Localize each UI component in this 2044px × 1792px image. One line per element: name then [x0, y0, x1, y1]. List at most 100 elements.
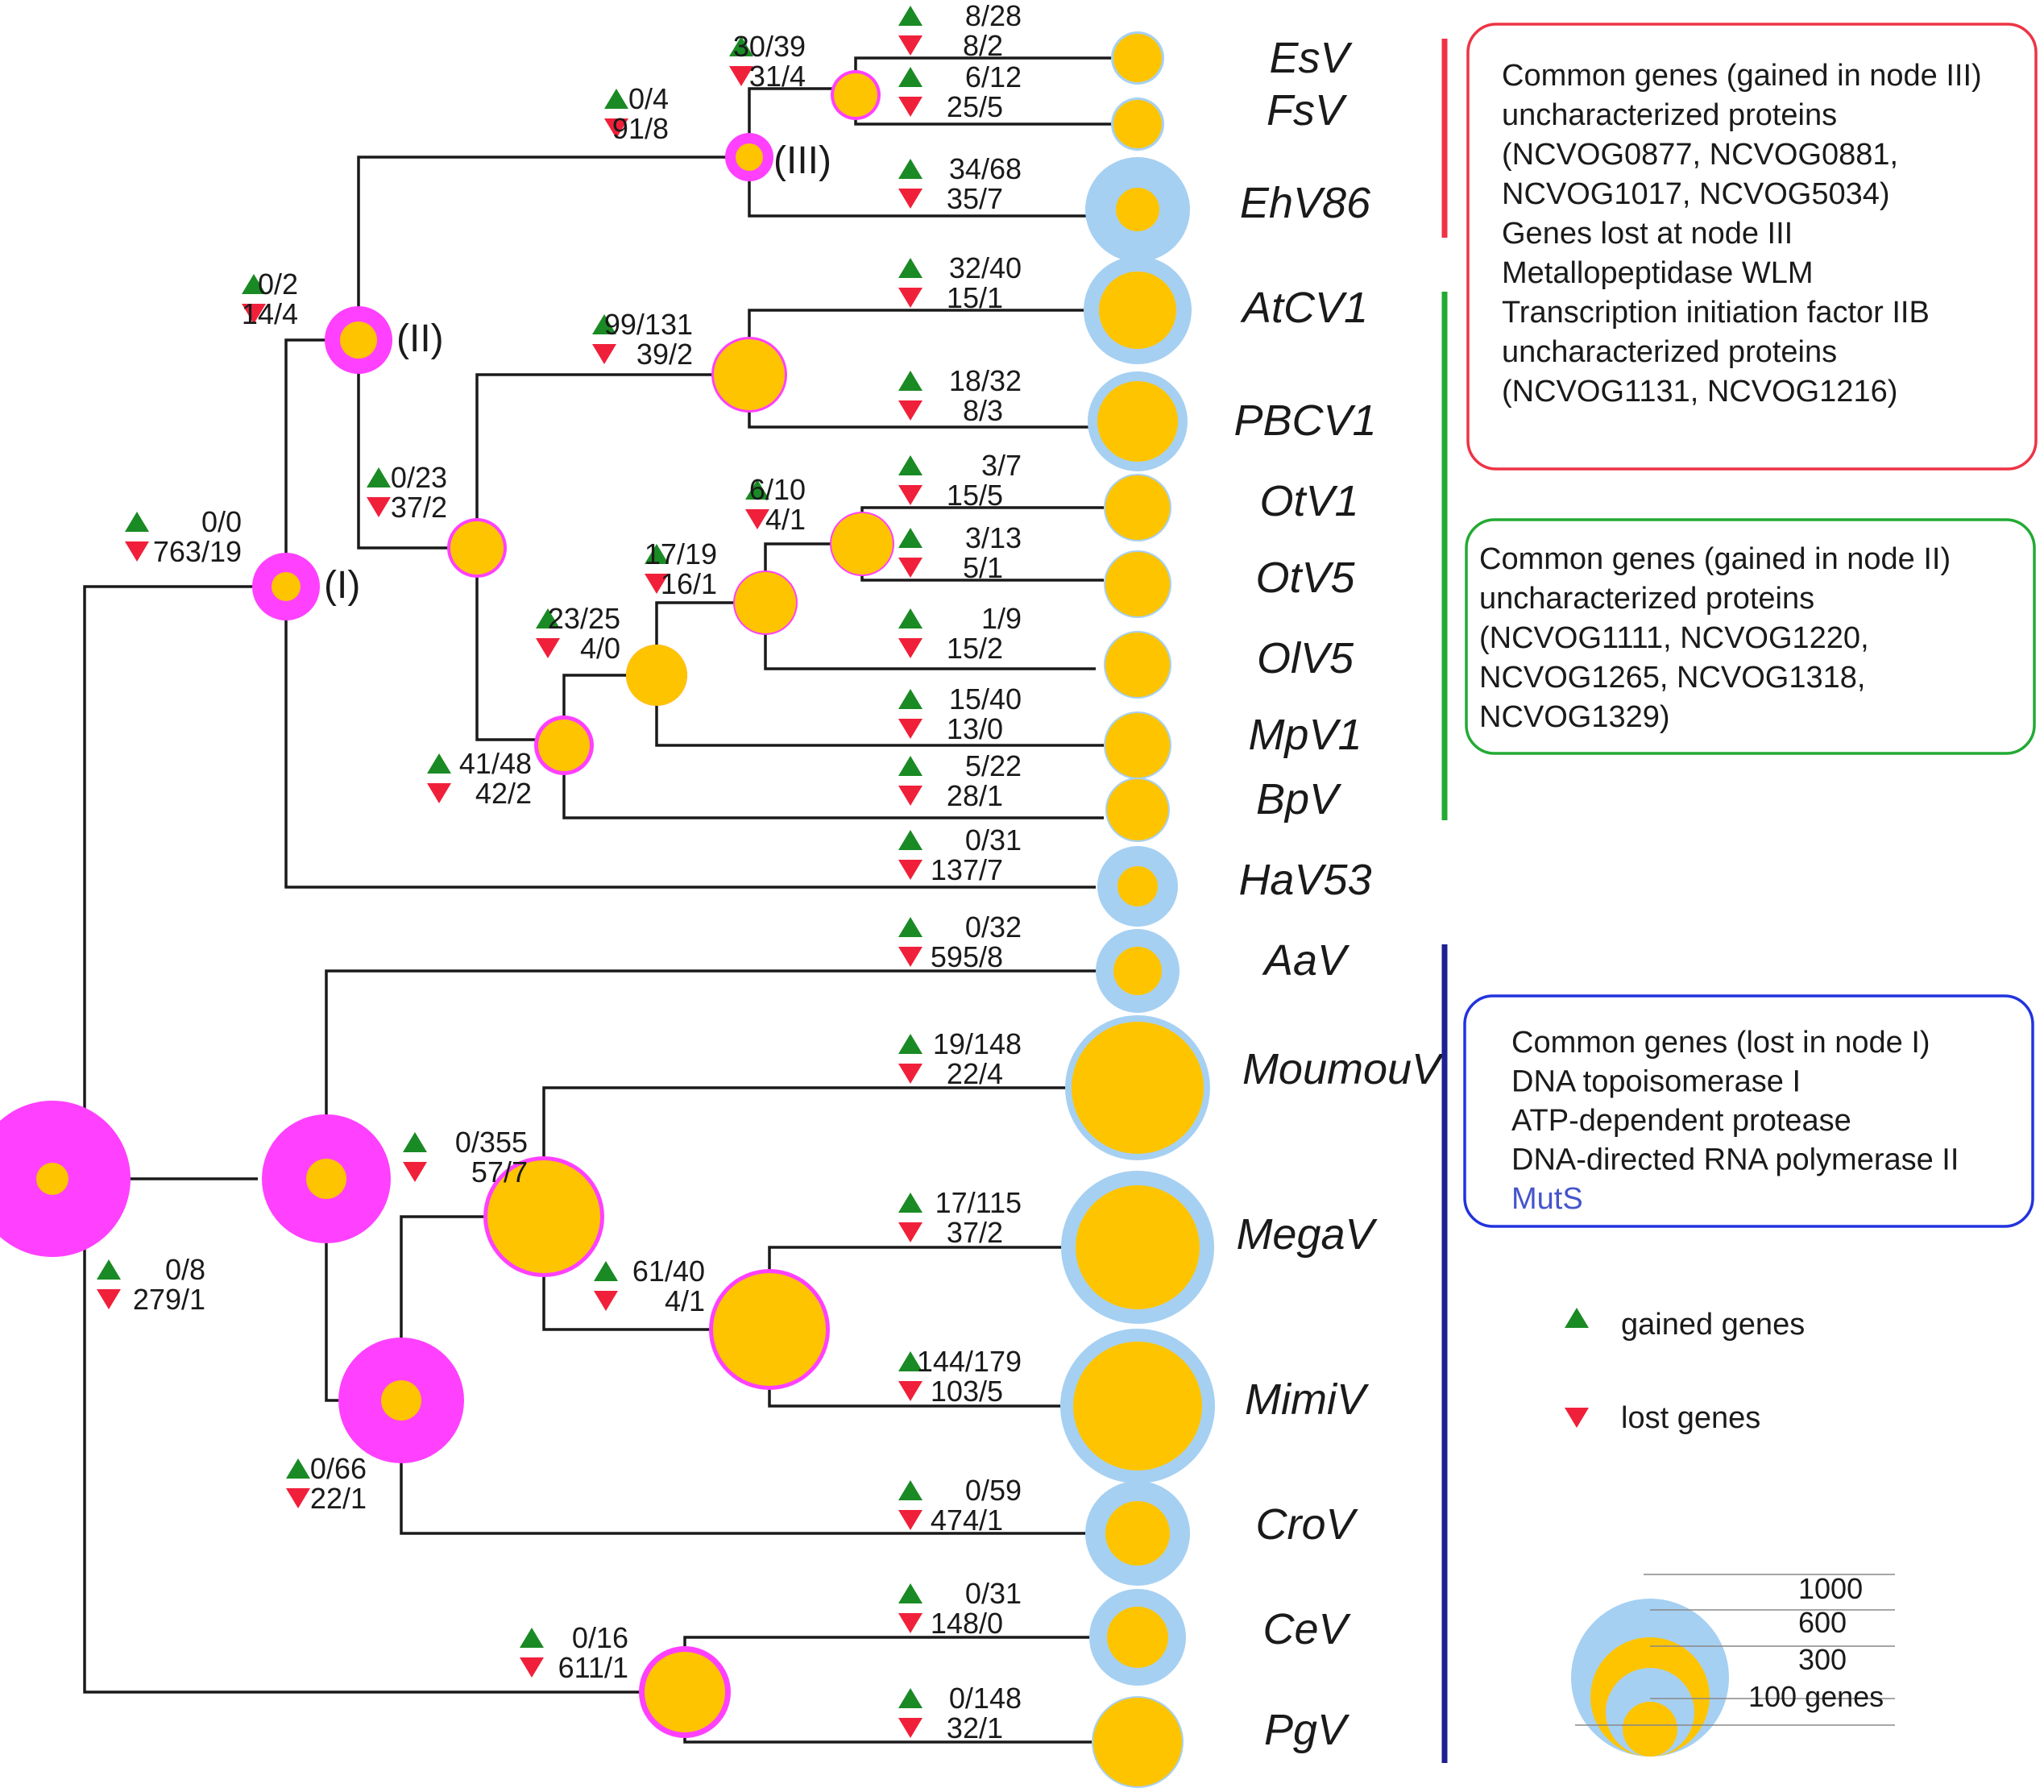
- gained-genes-icon: [427, 753, 451, 774]
- species-label-CroV: CroV: [1255, 1500, 1358, 1549]
- loss-count: 4/1: [765, 503, 806, 536]
- size-scale-circle: [1623, 1702, 1677, 1757]
- lost-genes-icon: [898, 1222, 922, 1242]
- loss-count: 39/2: [636, 338, 693, 371]
- gain-count: 17/115: [935, 1186, 1022, 1219]
- gained-genes-icon: [729, 36, 753, 56]
- tree-labels: EsVFsVEhV86AtCV1PBCV1OtV1OtV5OlV5MpV1BpV…: [97, 0, 1445, 1754]
- clade-bars-and-boxes: Common genes (gained in node III)unchara…: [1441, 23, 2038, 1763]
- loss-count: 4/1: [665, 1284, 705, 1317]
- gained-genes-icon: [286, 1458, 310, 1479]
- gain-count: 41/48: [459, 747, 532, 780]
- loss-count: 37/2: [391, 491, 447, 524]
- lost-genes-icon: [898, 719, 922, 739]
- annotation-line: Metallopeptidase WLM: [1502, 256, 1814, 290]
- species-label-OtV5: OtV5: [1255, 554, 1355, 602]
- lost-genes-icon: [898, 97, 922, 117]
- mega-mimi-node-core-circle: [713, 1273, 826, 1386]
- big-clade-node-core-circle: [306, 1159, 346, 1199]
- species-label-AaV: AaV: [1262, 936, 1350, 985]
- size-scale-label: 100 genes: [1748, 1680, 1884, 1713]
- gain-count: 0/2: [258, 268, 298, 301]
- loss-count: 611/1: [558, 1651, 628, 1684]
- annotation-line: uncharacterized proteins: [1502, 98, 1837, 132]
- lost-genes-icon: [286, 1488, 310, 1508]
- annotation-line: (NCVOG0877, NCVOG0881,: [1502, 138, 1898, 172]
- branch-line: [83, 585, 286, 1179]
- species-label-HaV53: HaV53: [1238, 856, 1371, 904]
- branch-line: [284, 338, 359, 587]
- size-scale-label: 600: [1798, 1606, 1847, 1639]
- loss-count: 279/1: [133, 1283, 205, 1316]
- loss-count: 16/1: [661, 567, 717, 600]
- gain-count: 18/32: [949, 364, 1022, 397]
- gained-genes-icon: [898, 455, 922, 475]
- gain-count: 6/10: [749, 473, 806, 506]
- PgV-core-genes-circle: [1093, 1698, 1182, 1786]
- annotation-line: (NCVOG1111, NCVOG1220,: [1479, 621, 1869, 655]
- loss-count: 25/5: [947, 90, 1003, 123]
- gained-genes-icon: [898, 689, 922, 709]
- node-III-core-circle: [736, 143, 763, 171]
- bpv-node-core-circle: [538, 720, 590, 771]
- lost-genes-icon: [536, 638, 560, 658]
- gained-genes-icon: [592, 314, 616, 334]
- gained-genes-icon: [898, 1034, 922, 1054]
- branch-line: [357, 340, 477, 550]
- lost-genes-icon: [898, 400, 922, 421]
- lost-genes-icon: [592, 344, 616, 364]
- gained-genes-icon: [898, 1480, 922, 1500]
- gain-count: 61/40: [632, 1255, 705, 1288]
- lost-genes-icon: [125, 541, 149, 562]
- lost-genes-icon: [898, 1718, 922, 1738]
- FsV-core-genes-circle: [1113, 100, 1162, 148]
- species-label-MimiV: MimiV: [1245, 1375, 1370, 1424]
- branch-line: [655, 675, 1104, 747]
- PBCV1-core-genes-circle: [1097, 381, 1178, 462]
- gained-genes-icon: [898, 1193, 922, 1213]
- node-II-core-circle: [340, 321, 377, 359]
- OlV5-core-genes-circle: [1105, 633, 1170, 697]
- BpV-core-genes-circle: [1107, 779, 1168, 840]
- annotation-line: (NCVOG1131, NCVOG1216): [1502, 375, 1897, 409]
- lost-genes-icon: [729, 66, 753, 86]
- loss-count: 8/2: [963, 29, 1003, 62]
- annotation-line: Transcription initiation factor IIB: [1502, 296, 1930, 330]
- gained-genes-icon: [520, 1628, 544, 1648]
- gained-genes-icon: [745, 479, 769, 500]
- gained-genes-icon: [125, 512, 149, 532]
- lost-genes-icon: [898, 288, 922, 308]
- loss-count: 13/0: [947, 712, 1003, 745]
- gained-genes-legend-label: gained genes: [1621, 1308, 1805, 1342]
- green-annotation-box: [1465, 518, 2036, 755]
- species-label-BpV: BpV: [1256, 775, 1342, 823]
- size-scale-label: 300: [1798, 1643, 1847, 1676]
- annotation-line: uncharacterized proteins: [1479, 582, 1814, 616]
- gain-count: 0/23: [391, 461, 447, 494]
- annotation-line: uncharacterized proteins: [1502, 335, 1837, 369]
- loss-count: 35/7: [947, 182, 1003, 215]
- gained-genes-legend-icon: [1565, 1308, 1589, 1328]
- annotation-line: Common genes (gained in node II): [1479, 542, 1951, 576]
- lost-genes-icon: [898, 35, 922, 56]
- gained-genes-icon: [898, 67, 922, 87]
- lost-genes-legend-label: lost genes: [1621, 1401, 1760, 1435]
- branch-line: [562, 740, 1104, 819]
- lost-genes-icon: [898, 860, 922, 880]
- gain-count: 6/12: [965, 60, 1022, 93]
- CeV-core-genes-circle: [1107, 1607, 1168, 1668]
- lost-genes-icon: [97, 1289, 121, 1309]
- gained-genes-icon: [367, 467, 391, 487]
- node-label-III: (III): [773, 139, 831, 182]
- annotation-line: NCVOG1329): [1479, 700, 1670, 734]
- annotation-line: NCVOG1265, NCVOG1318,: [1479, 661, 1865, 695]
- annotation-line: DNA-directed RNA polymerase II: [1511, 1143, 1959, 1177]
- branch-line: [748, 375, 1096, 429]
- annotation-line: Common genes (lost in node I): [1511, 1026, 1930, 1060]
- gain-count: 0/31: [965, 1577, 1022, 1610]
- node-I-core-circle: [272, 572, 301, 601]
- gain-count: 17/19: [645, 537, 717, 570]
- loss-count: 103/5: [931, 1375, 1003, 1408]
